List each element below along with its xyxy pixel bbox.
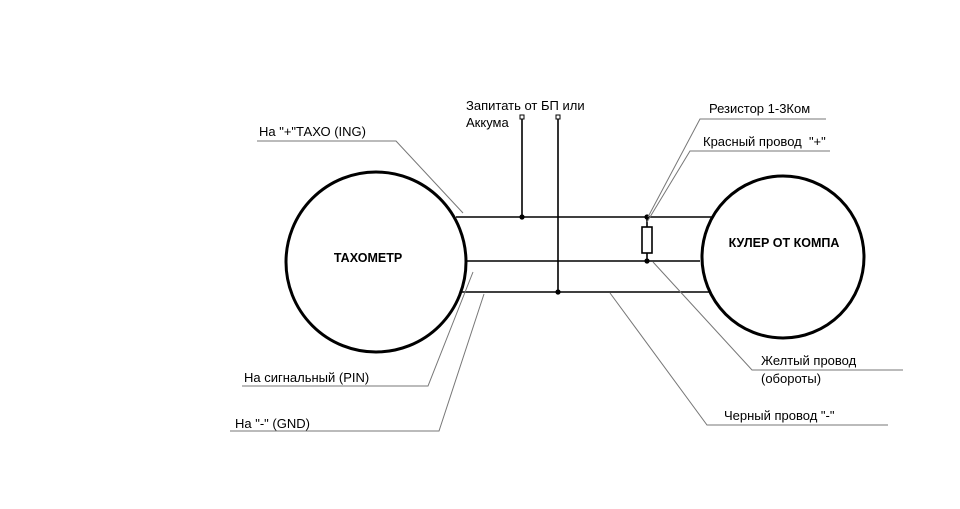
power-label-line2: Аккума xyxy=(466,115,509,130)
leader-black-wire xyxy=(609,292,888,426)
resistor-label: Резистор 1-3Ком xyxy=(709,101,810,116)
cooler-label: КУЛЕР ОТ КОМПА xyxy=(729,236,840,250)
black-wire-label: Черный провод "-" xyxy=(724,408,835,423)
resistor-symbol xyxy=(641,226,653,254)
cooler-circle xyxy=(700,174,866,340)
plus-taxo-label: На "+"ТАХО (ING) xyxy=(259,124,366,139)
leader-plus-taxo xyxy=(257,140,464,214)
leader-red-wire xyxy=(646,150,830,223)
power-terminal-minus xyxy=(555,114,561,120)
power-terminal-plus xyxy=(519,114,525,120)
power-label-line1: Запитать от БП или xyxy=(466,98,585,113)
leader-signal xyxy=(242,271,474,387)
leader-yellow-wire xyxy=(652,261,903,371)
signal-label: На сигнальный (PIN) xyxy=(244,370,369,385)
junction-dot-power-ground xyxy=(555,289,561,295)
tachometer-label: ТАХОМЕТР xyxy=(334,251,402,265)
leader-resistor xyxy=(647,118,826,218)
junction-dot-resistor-bottom xyxy=(644,258,650,264)
junction-dot-power-plus xyxy=(519,214,525,220)
gnd-label: На "-" (GND) xyxy=(235,416,310,431)
tachometer-circle xyxy=(284,170,468,354)
yellow-wire-label-line2: (обороты) xyxy=(761,371,821,386)
leader-gnd xyxy=(230,293,485,432)
yellow-wire-label-line1: Желтый провод xyxy=(761,353,857,368)
red-wire-label: Красный провод "+" xyxy=(703,134,826,149)
